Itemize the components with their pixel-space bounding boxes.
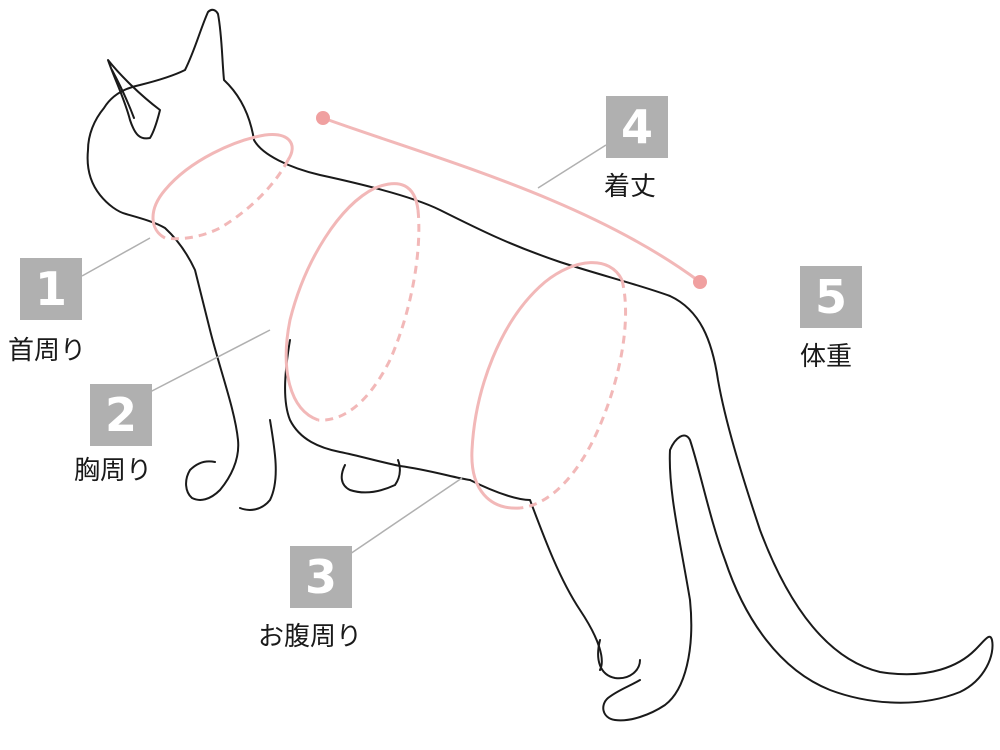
leader-lines [81, 144, 607, 555]
badge-5: 5 [800, 266, 862, 328]
badge-4: 4 [606, 96, 668, 158]
label-chest: 胸周り [74, 456, 153, 486]
badge-2: 2 [90, 384, 152, 446]
badge-3: 3 [290, 546, 352, 608]
cat-outline [86, 8, 994, 722]
neck-measure-ellipse [151, 133, 294, 241]
label-weight: 体重 [800, 342, 853, 372]
label-belly: お腹周り [258, 622, 363, 652]
belly-measure-ellipse [470, 261, 628, 510]
label-length: 着丈 [604, 172, 657, 202]
chest-measure-ellipse [284, 182, 421, 422]
badge-1: 1 [20, 258, 82, 320]
label-neck: 首周り [8, 336, 87, 366]
length-measure-line [316, 111, 707, 289]
